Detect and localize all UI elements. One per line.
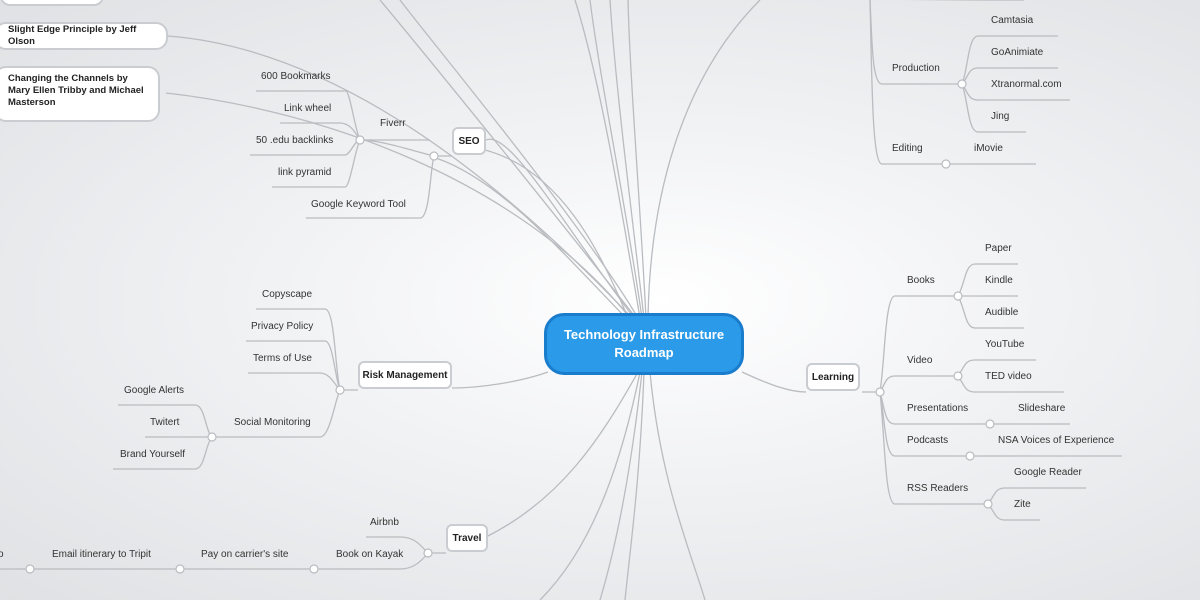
books-paper[interactable]: Paper <box>985 243 1012 254</box>
travel-pay-on-carrier[interactable]: Pay on carrier's site <box>201 549 289 560</box>
video-editing[interactable]: Editing <box>892 143 923 154</box>
risk-privacy-policy[interactable]: Privacy Policy <box>251 321 314 332</box>
central-topic-line1: Technology Infrastructure <box>563 327 725 342</box>
video-youtube[interactable]: YouTube <box>985 339 1025 350</box>
editing-imovie[interactable]: iMovie <box>974 143 1003 154</box>
book-changing-channels-label: Changing the Channels by Mary Ellen Trib… <box>8 73 144 108</box>
topic-travel-label: Travel <box>452 532 482 544</box>
production-jing[interactable]: Jing <box>991 111 1010 122</box>
fiverr-link-wheel[interactable]: Link wheel <box>284 103 332 114</box>
production-goanimiate[interactable]: GoAnimiate <box>991 47 1044 58</box>
fiverr-600-bookmarks[interactable]: 600 Bookmarks <box>261 71 331 82</box>
topic-risk-management-label: Risk Management <box>362 369 448 381</box>
social-twitert[interactable]: Twitert <box>150 417 180 428</box>
book-changing-channels[interactable]: Changing the Channels by Mary Ellen Trib… <box>0 66 160 122</box>
learning-rss-readers[interactable]: RSS Readers <box>907 483 969 494</box>
central-topic-line2: Roadmap <box>614 345 674 360</box>
presentations-slideshare[interactable]: Slideshare <box>1018 403 1066 414</box>
fiverr-edu-backlinks[interactable]: 50 .edu backlinks <box>256 135 334 146</box>
learning-presentations[interactable]: Presentations <box>907 403 969 414</box>
learning-books[interactable]: Books <box>907 275 935 286</box>
seo-keyword-tool[interactable]: Google Keyword Tool <box>311 199 406 210</box>
risk-terms-of-use[interactable]: Terms of Use <box>253 353 312 364</box>
books-audible[interactable]: Audible <box>985 307 1019 318</box>
travel-airbnb[interactable]: Airbnb <box>370 517 399 528</box>
video-ted[interactable]: TED video <box>985 371 1032 382</box>
books-kindle[interactable]: Kindle <box>985 275 1013 286</box>
production-xtranormal[interactable]: Xtranormal.com <box>991 79 1062 90</box>
central-topic[interactable]: Technology Infrastructure Roadmap <box>544 313 744 375</box>
topic-learning[interactable]: Learning <box>806 363 860 391</box>
travel-email-tripit[interactable]: Email itinerary to Tripit <box>52 549 151 560</box>
learning-podcasts[interactable]: Podcasts <box>907 435 949 446</box>
topic-seo-label: SEO <box>458 135 480 147</box>
travel-book-on-kayak[interactable]: Book on Kayak <box>336 549 404 560</box>
fiverr-link-pyramid[interactable]: link pyramid <box>278 167 332 178</box>
social-brand-yourself[interactable]: Brand Yourself <box>120 449 186 460</box>
book-slight-edge[interactable]: Slight Edge Principle by Jeff Olson <box>0 22 168 50</box>
topic-learning-label: Learning <box>811 371 855 383</box>
topic-travel[interactable]: Travel <box>446 524 488 552</box>
book-slight-edge-label: Slight Edge Principle by Jeff Olson <box>8 24 137 47</box>
topic-risk-management[interactable]: Risk Management <box>358 361 452 389</box>
podcasts-nsa-voices[interactable]: NSA Voices of Experience <box>998 435 1115 446</box>
seo-fiverr[interactable]: Fiverr <box>380 118 406 129</box>
risk-copyscape[interactable]: Copyscape <box>262 289 313 300</box>
travel-clipped-label[interactable]: o <box>0 549 4 560</box>
rss-google-reader[interactable]: Google Reader <box>1014 467 1082 478</box>
social-google-alerts[interactable]: Google Alerts <box>124 385 185 396</box>
topic-seo[interactable]: SEO <box>452 127 486 155</box>
risk-social-monitoring[interactable]: Social Monitoring <box>234 417 311 428</box>
production-camtasia[interactable]: Camtasia <box>991 15 1034 26</box>
rss-zite[interactable]: Zite <box>1014 499 1031 510</box>
learning-video[interactable]: Video <box>907 355 933 366</box>
video-production[interactable]: Production <box>892 63 940 74</box>
clipped-topic-box[interactable] <box>0 0 104 6</box>
